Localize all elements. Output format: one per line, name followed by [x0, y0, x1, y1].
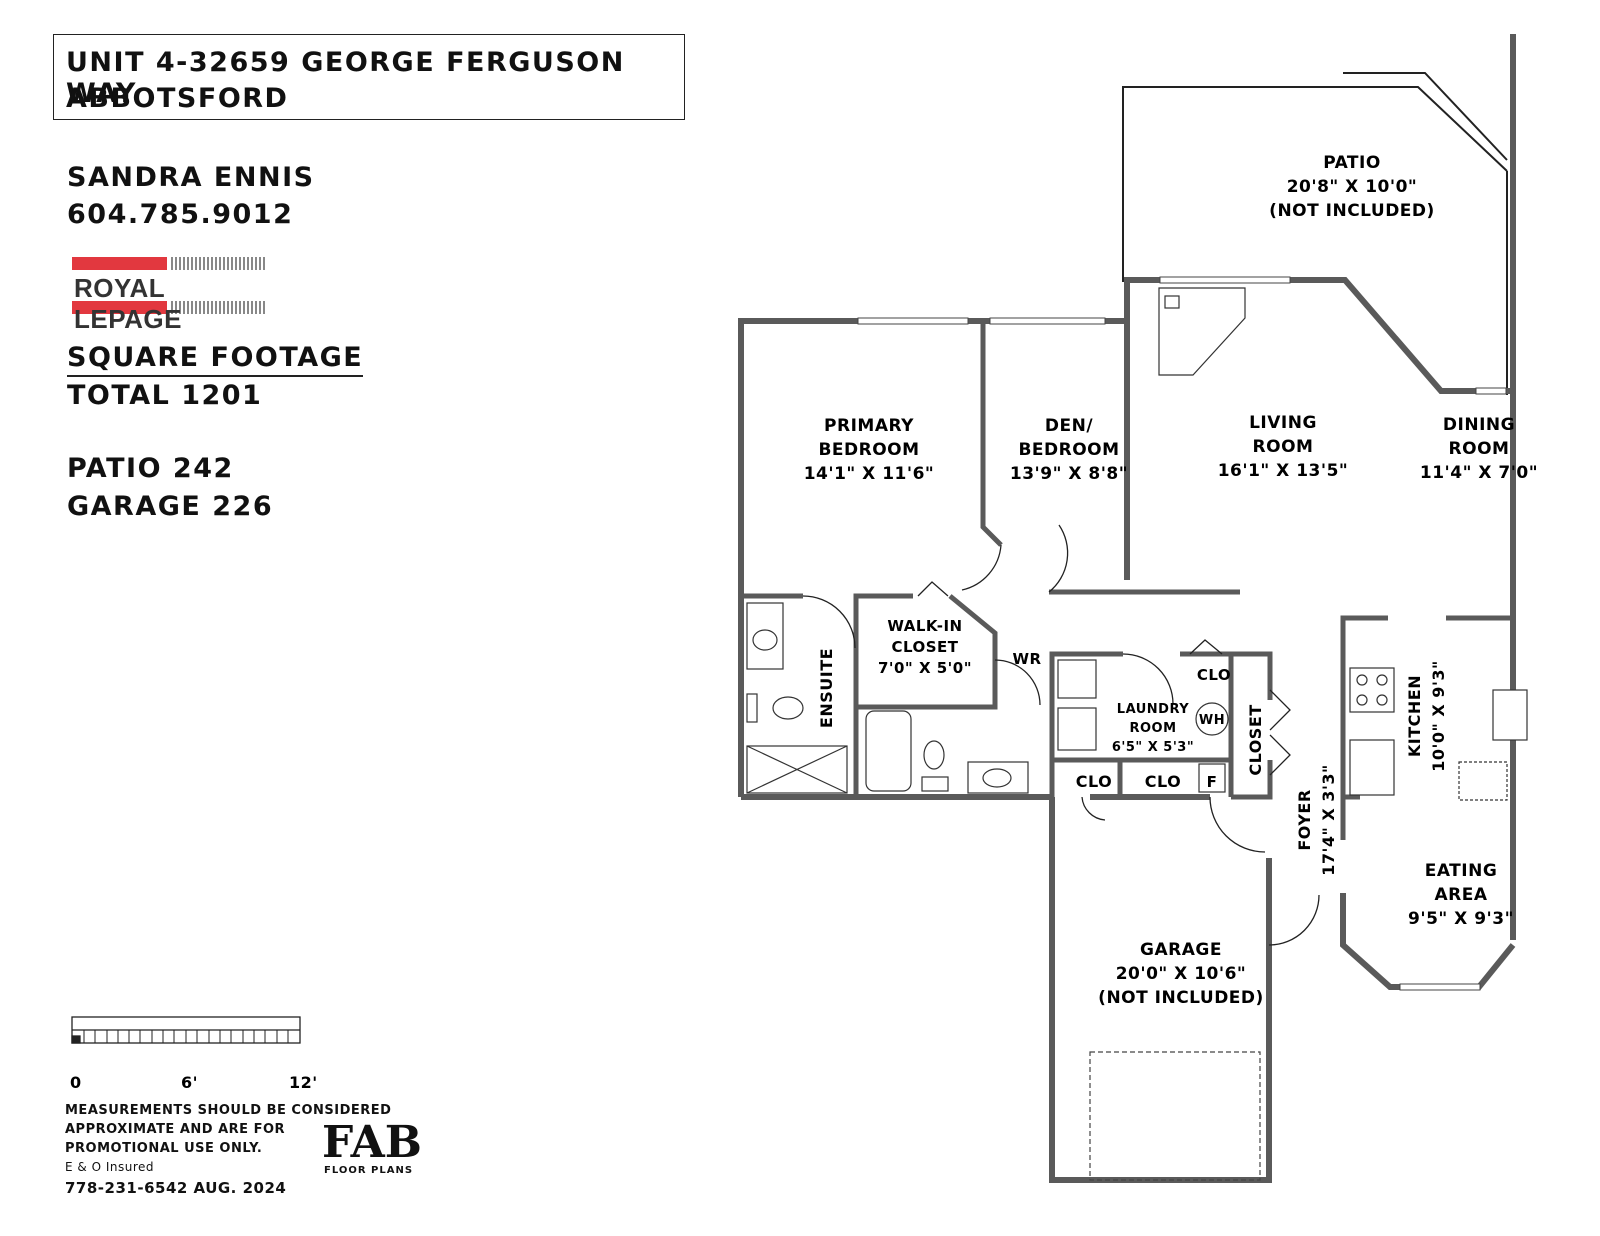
scale-label-12: 12' [289, 1073, 318, 1092]
living-label-2: ROOM [1253, 437, 1314, 457]
patio-note: (NOT INCLUDED) [1269, 201, 1435, 221]
laundry-label-2: ROOM [1129, 721, 1176, 736]
garage-label: GARAGE [1140, 940, 1222, 960]
address-line-2: ABBOTSFORD [66, 83, 289, 114]
den-label-1: DEN/ [1045, 416, 1093, 436]
clo-top-label: CLO [1197, 666, 1231, 684]
logo-text: ROYAL LEPAGE [74, 273, 182, 334]
garage-dims: 20'0" X 10'6" [1116, 964, 1247, 984]
primary-dims: 14'1" X 11'6" [804, 464, 935, 484]
insured-note: E & O Insured [65, 1160, 154, 1174]
eating-label-1: EATING [1425, 861, 1498, 881]
sqft-garage: GARAGE 226 [67, 491, 274, 522]
agent-name: SANDRA ENNIS [67, 162, 315, 193]
dining-label-1: DINING [1443, 415, 1515, 435]
fireplace [1158, 287, 1246, 376]
living-dims: 16'1" X 13'5" [1218, 461, 1349, 481]
contact-date: 778-231-6542 AUG. 2024 [65, 1179, 287, 1197]
garage-note: (NOT INCLUDED) [1098, 988, 1264, 1008]
wr-label: WR [1012, 650, 1041, 668]
interior-walls [741, 321, 1513, 840]
foyer-label: FOYER [1295, 789, 1314, 850]
disclaimer-line-2: APPROXIMATE AND ARE FOR [65, 1122, 286, 1137]
ensuite-label: ENSUITE [817, 648, 836, 728]
sqft-title: SQUARE FOOTAGE [67, 342, 364, 377]
closet-label: CLOSET [1246, 704, 1265, 775]
walkin-dims: 7'0" X 5'0" [878, 659, 972, 677]
sqft-title-text: SQUARE FOOTAGE [67, 342, 364, 377]
water-heater-label: WH [1199, 713, 1225, 728]
sqft-total: TOTAL 1201 [67, 380, 263, 411]
den-dims: 13'9" X 8'8" [1010, 464, 1128, 484]
primary-label-2: BEDROOM [818, 440, 919, 460]
kitchen-label: KITCHEN [1405, 675, 1424, 757]
scale-bar [71, 1016, 301, 1044]
patio-dims: 20'8" X 10'0" [1287, 177, 1418, 197]
walkin-label-2: CLOSET [891, 638, 958, 656]
walkin-label-1: WALK-IN [887, 617, 962, 635]
windows [857, 276, 1507, 991]
agent-phone: 604.785.9012 [67, 199, 294, 230]
laundry-label-1: LAUNDRY [1117, 702, 1189, 717]
scale-label-0: 0 [70, 1073, 82, 1092]
primary-label-1: PRIMARY [824, 416, 914, 436]
dining-label-2: ROOM [1449, 439, 1510, 459]
disclaimer-line-1: MEASUREMENTS SHOULD BE CONSIDERED [65, 1103, 392, 1118]
clo-left-label: CLO [1076, 772, 1112, 791]
scale-label-6: 6' [181, 1073, 198, 1092]
sqft-patio: PATIO 242 [67, 453, 234, 484]
kitchen-fixtures [1349, 667, 1528, 801]
kitchen-dims: 10'0" X 9'3" [1429, 660, 1448, 772]
living-label-1: LIVING [1249, 413, 1317, 433]
ensuite-fixtures [746, 602, 1029, 794]
fab-logo-text: FAB [322, 1117, 422, 1168]
eating-label-2: AREA [1434, 885, 1487, 905]
laundry-dims: 6'5" X 5'3" [1112, 740, 1194, 755]
dining-dims: 11'4" X 7'0" [1420, 463, 1538, 483]
clo-mid-label: CLO [1145, 772, 1181, 791]
laundry-fixtures [1057, 659, 1229, 793]
disclaimer-line-3: PROMOTIONAL USE ONLY. [65, 1141, 263, 1156]
fab-floor-plans-logo: FAB FLOOR PLANS [322, 1117, 422, 1187]
royal-lepage-logo: ROYAL LEPAGE [72, 257, 272, 334]
furnace-label: F [1207, 773, 1218, 791]
den-label-2: BEDROOM [1018, 440, 1119, 460]
patio-outline [1122, 72, 1508, 395]
garage-parking-outline [1089, 1051, 1261, 1181]
patio-label: PATIO [1323, 153, 1381, 173]
foyer-dims: 17'4" X 3'3" [1319, 764, 1338, 876]
door-swings [802, 524, 1320, 946]
address-box: UNIT 4-32659 GEORGE FERGUSON WAY ABBOTSF… [53, 34, 685, 120]
address-line-1: UNIT 4-32659 GEORGE FERGUSON WAY [66, 47, 625, 109]
fab-logo-subtitle: FLOOR PLANS [324, 1165, 414, 1176]
eating-dims: 9'5" X 9'3" [1408, 909, 1514, 929]
